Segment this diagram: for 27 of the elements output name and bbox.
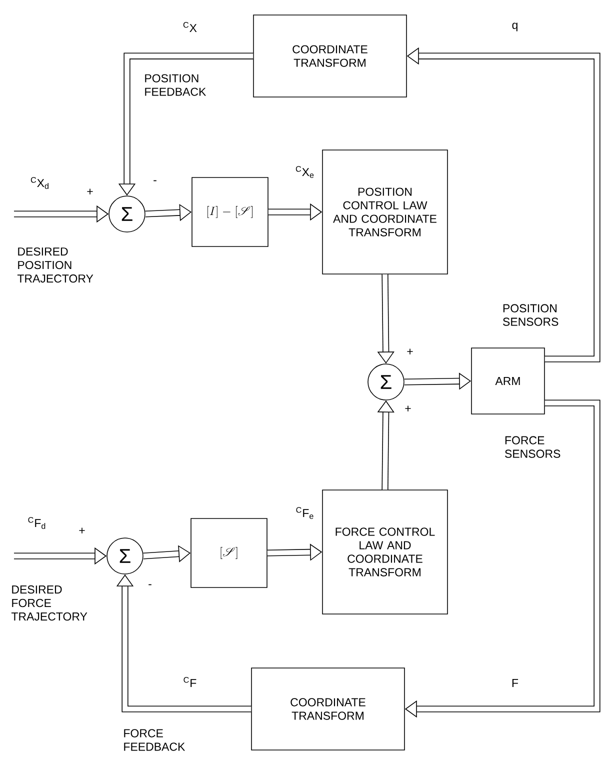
process-box: FORCE CONTROL LAW AND COORDINATE TRANSFORM xyxy=(322,490,448,614)
sign-label: + xyxy=(407,348,413,354)
signal-label: $^{C}$X$_{e}$ xyxy=(294,165,316,179)
summing-junction: Σ xyxy=(368,364,404,400)
signal-label: F xyxy=(510,678,520,688)
summing-junction: Σ xyxy=(106,538,144,574)
signal-label: $^{C}$F xyxy=(182,676,198,688)
sign-label: + xyxy=(87,188,93,194)
signal-label: $^{C}$X xyxy=(182,21,198,33)
process-box: COORDINATE TRANSFORM xyxy=(251,668,405,750)
feedback-label: FORCE FEEDBACK xyxy=(124,729,186,751)
summing-junction: Σ xyxy=(108,196,146,232)
operator-box: $[\mathscr{S}]$ xyxy=(190,518,268,588)
feedback-label: POSITION FEEDBACK xyxy=(145,74,206,96)
sign-label: + xyxy=(405,406,411,412)
process-box: POSITION CONTROL LAW AND COORDINATE TRANSFORM xyxy=(322,150,448,274)
sign-label: - xyxy=(154,180,156,182)
sensor-label: FORCE SENSORS xyxy=(505,436,560,458)
signal-label: $^{C}$X$_{d}$ xyxy=(30,176,50,190)
operator-box: $[I] - [\mathscr{S}]$ xyxy=(192,177,268,247)
signal-label: $^{C}$F$_{d}$ xyxy=(26,516,48,530)
signal-label: q xyxy=(510,22,520,32)
process-box: ARM xyxy=(471,348,545,414)
signal-label: $^{C}$F$_{e}$ xyxy=(294,506,316,520)
sign-label: + xyxy=(79,528,85,534)
process-box: COORDINATE TRANSFORM xyxy=(253,14,407,98)
sign-label: - xyxy=(148,584,152,586)
